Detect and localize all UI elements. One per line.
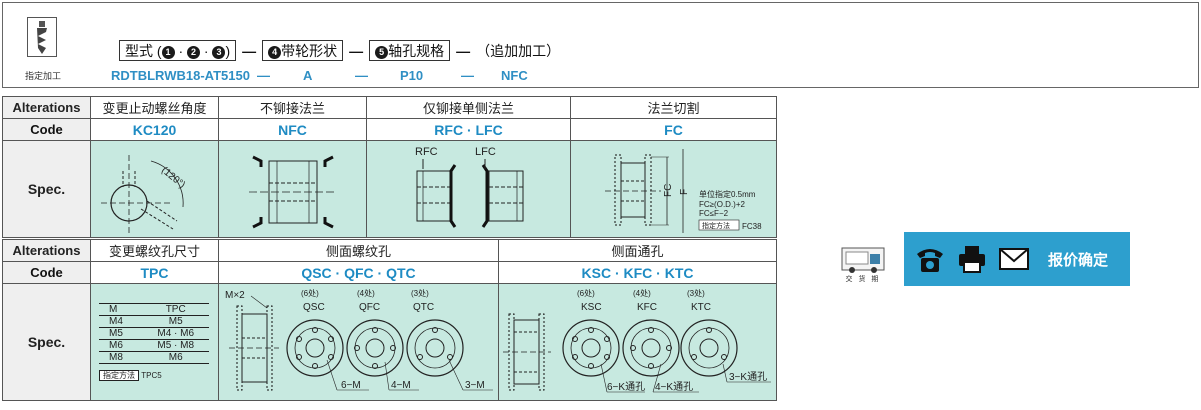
qfc-flange-icon [346, 319, 404, 377]
mail-icon[interactable] [998, 244, 1030, 274]
code-q-series[interactable]: QSC · QFC · QTC [218, 261, 499, 284]
tpc-method-row: 指定方法 TPC5 [99, 370, 210, 381]
delivery-truck-icon[interactable] [838, 240, 888, 282]
alteration-fc: 法兰切割 [570, 96, 777, 119]
q-count-3: (3处) [411, 288, 429, 298]
alteration-q-series: 侧面螺纹孔 [218, 239, 499, 262]
code-model: RDTBLRWB18-AT5150 [111, 68, 250, 83]
num-3-icon: 3 [212, 46, 226, 59]
quote-bar: 报价确定 [904, 232, 1130, 286]
row-label-code: Code [2, 118, 91, 141]
lfc-label: LFC [475, 146, 496, 158]
code-k-series[interactable]: KSC · KFC · KTC [498, 261, 777, 284]
k-count-6: (6处) [577, 288, 595, 298]
fc-method-label: 指定方法 [702, 221, 730, 230]
code-nfc[interactable]: NFC [218, 118, 367, 141]
spec-kc120-diagram: (120°) [90, 140, 219, 238]
k-code-ktc: KTC [691, 302, 711, 313]
q-code-qsc: QSC [303, 302, 325, 313]
code-tpc[interactable]: TPC [90, 261, 219, 284]
code-shape: A [303, 68, 313, 83]
code-dash-2: — [355, 68, 368, 83]
alteration-k-series: 侧面通孔 [498, 239, 777, 262]
drill-bit-icon [27, 17, 57, 57]
k-count-4: (4处) [633, 288, 651, 298]
k-count-3: (3处) [687, 288, 705, 298]
alteration-rfc-lfc: 仅铆接单侧法兰 [366, 96, 571, 119]
angle-label: (120°) [159, 165, 187, 191]
qtc-flange-icon [406, 319, 464, 377]
code-kc120[interactable]: KC120 [90, 118, 219, 141]
q-code-qfc: QFC [359, 302, 380, 313]
code-fc[interactable]: FC [570, 118, 777, 141]
fc-note-max: FC≤F−2 [699, 209, 729, 218]
code-dash-1: — [257, 68, 270, 83]
spec-q-series-diagram: M×2 (6处) (4处) (3处) QSC QFC QTC [218, 283, 499, 401]
icon-caption: 指定加工 [24, 71, 61, 81]
num-1-icon: 1 [161, 46, 175, 59]
k-callout-4k: 4−K通孔 [655, 381, 693, 393]
rfc-label: RFC [415, 146, 438, 158]
alteration-tpc: 变更螺纹孔尺寸 [90, 239, 219, 262]
row-label-alterations: Alterations [2, 96, 91, 119]
fc-note-unit: 单位指定0.5mm [699, 189, 756, 199]
alteration-kc120: 变更止动螺丝角度 [90, 96, 219, 119]
ksc-flange-icon [562, 319, 620, 377]
kfc-flange-icon [622, 319, 680, 377]
spec-k-series-diagram: (6处) (4处) (3处) KSC KFC KTC [498, 283, 777, 401]
alteration-table-2: Alterations 变更螺纹孔尺寸 侧面螺纹孔 侧面通孔 Code TPC … [2, 239, 777, 401]
k-code-kfc: KFC [637, 302, 657, 313]
alteration-table-1: Alterations 变更止动螺丝角度 不铆接法兰 仅铆接单侧法兰 法兰切割 … [2, 96, 777, 238]
quote-confirm-button[interactable]: 报价确定 [1048, 251, 1109, 269]
q-count-4: (4处) [357, 288, 375, 298]
code-rfc-lfc[interactable]: RFC · LFC [366, 118, 571, 141]
spec-tpc-table: M TPC M4 M5 M5 M4 · M6 M6 M5 · M8 M8 M [90, 283, 219, 401]
q-callout-6m: 6−M [341, 380, 361, 391]
alteration-nfc: 不铆接法兰 [218, 96, 367, 119]
code-dash-3: — [461, 68, 474, 83]
row-label-spec: Spec. [2, 140, 91, 238]
row-label-spec-2: Spec. [2, 283, 91, 401]
tpc-size-table: M TPC M4 M5 M5 M4 · M6 M6 M5 · M8 M8 M [99, 303, 209, 364]
num-2-icon: 2 [187, 46, 201, 59]
row-label-code-2: Code [2, 261, 91, 284]
qsc-flange-icon [286, 319, 344, 377]
fc-example: FC38 [742, 222, 762, 231]
code-extra: NFC [501, 68, 528, 83]
printer-icon[interactable] [956, 244, 988, 274]
phone-icon[interactable] [914, 244, 946, 274]
k-callout-3k: 3−K通孔 [729, 371, 767, 383]
code-bore: P10 [400, 68, 424, 83]
q-callout-3m: 3−M [465, 380, 485, 391]
delivery-caption: 交 货 期 [845, 276, 881, 283]
mx2-label: M×2 [225, 290, 245, 301]
spec-rfc-lfc-diagram: RFC LFC [366, 140, 571, 238]
formula-extra: （追加加工） [476, 42, 561, 59]
k-code-ksc: KSC [581, 302, 602, 313]
q-count-6: (6处) [301, 288, 319, 298]
f-dimension-label: F [679, 189, 690, 195]
q-code-qtc: QTC [413, 302, 434, 313]
q-callout-4m: 4−M [391, 380, 411, 391]
num-4-icon: 4 [268, 46, 282, 59]
formula-type-box: 型式 (1 · 2 · 3) [119, 40, 237, 61]
num-5-icon: 5 [375, 46, 389, 59]
spec-fc-diagram: FC F 单位指定0.5mm FC≥(O.D.)+2 FC≤F−2 指定方法 F… [570, 140, 777, 238]
row-label-alterations-2: Alterations [2, 239, 91, 262]
k-callout-6k: 6−K通孔 [607, 381, 645, 393]
spec-nfc-diagram [218, 140, 367, 238]
fc-dimension-label: FC [663, 184, 674, 197]
ktc-flange-icon [680, 319, 738, 377]
fc-note-min: FC≥(O.D.)+2 [699, 200, 746, 209]
